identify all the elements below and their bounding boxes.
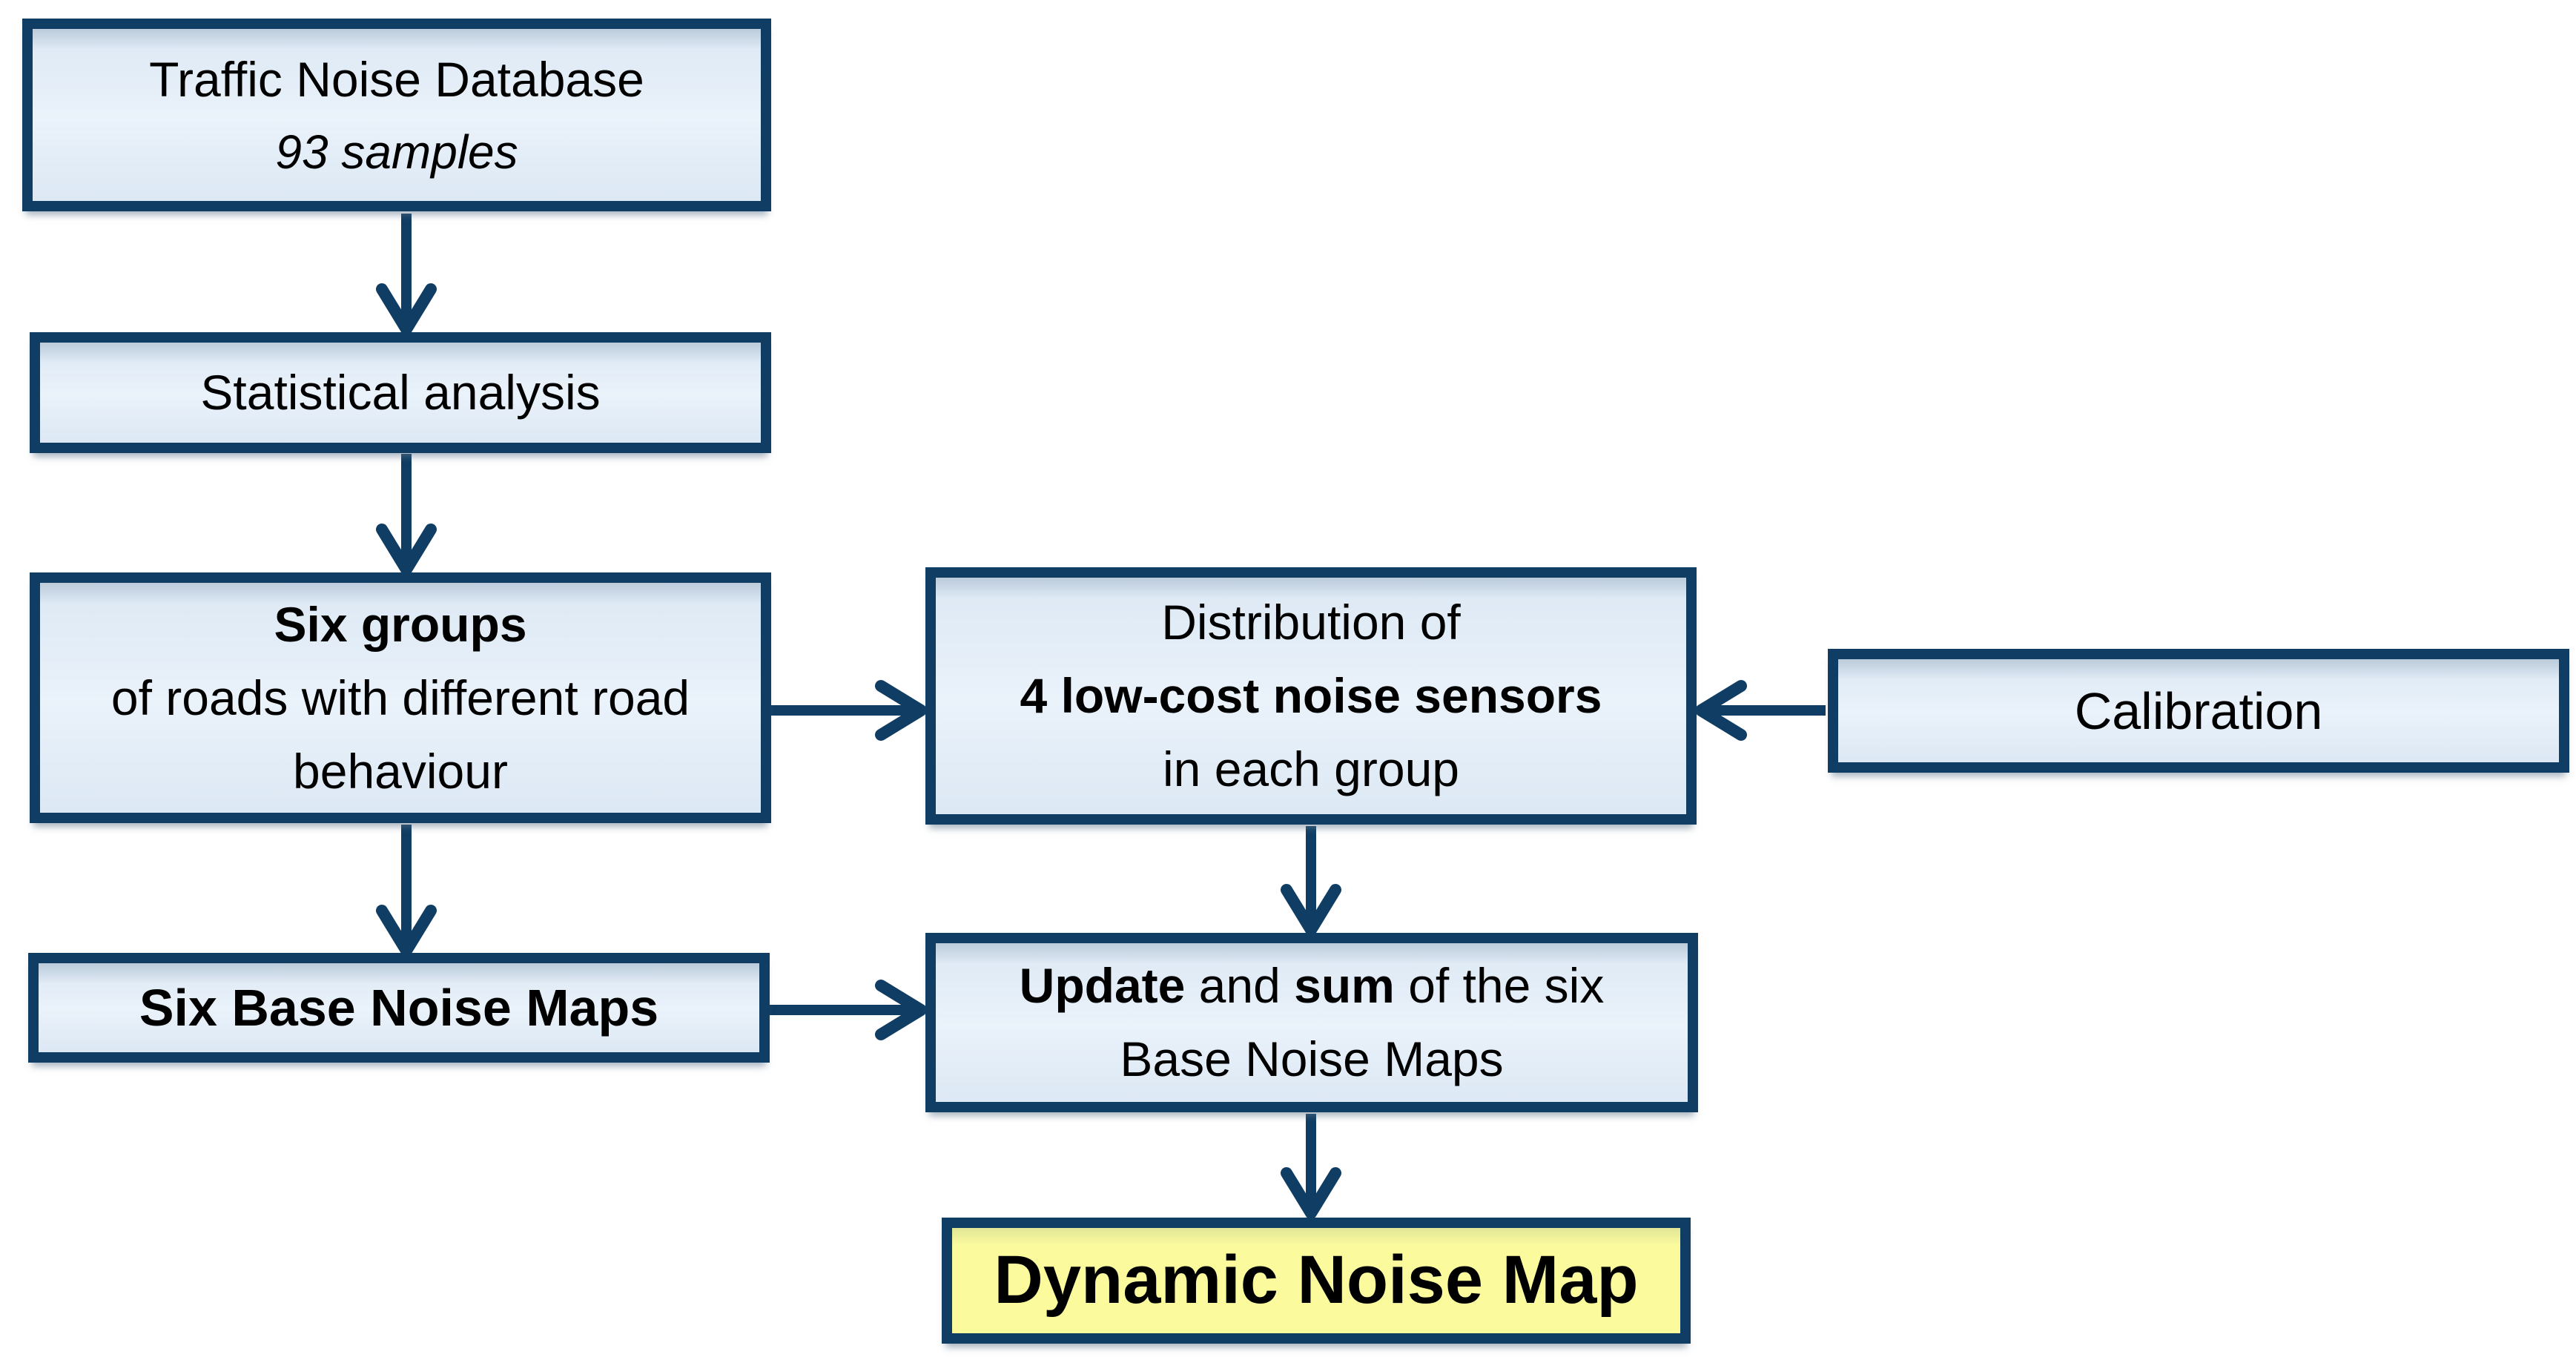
node-update-and-sum: Update and sum of the six Base Noise Map… [925, 933, 1698, 1112]
update-and-sum-line1: Update and sum of the six [1020, 949, 1605, 1023]
six-groups-line1: Six groups [274, 596, 527, 652]
sensor-distribution-line3: in each group [1163, 742, 1459, 796]
calibration-label: Calibration [2074, 681, 2323, 740]
sensor-distribution-line1: Distribution of [1161, 595, 1461, 650]
update-and-sum-seg-ofthesix: of the six [1394, 958, 1605, 1013]
arrow-calibration-to-distribution [1695, 680, 1826, 741]
node-six-base-noise-maps: Six Base Noise Maps [28, 953, 770, 1063]
node-traffic-noise-database: Traffic Noise Database 93 samples [22, 19, 771, 211]
update-and-sum-seg-update: Update [1019, 958, 1186, 1013]
dynamic-noise-map-label: Dynamic Noise Map [994, 1242, 1639, 1318]
node-sensor-distribution: Distribution of 4 low-cost noise sensors… [925, 567, 1697, 825]
update-and-sum-line2: Base Noise Maps [1120, 1031, 1504, 1086]
sensor-distribution-line2: 4 low-cost noise sensors [1020, 668, 1602, 723]
update-and-sum-seg-sum: sum [1294, 958, 1395, 1013]
arrow-basemaps-to-update [769, 980, 927, 1040]
arrow-groups-to-basemaps [376, 825, 437, 957]
node-six-groups: Six groups of roads with different road … [30, 572, 771, 823]
six-groups-line3: behaviour [293, 743, 508, 799]
statistical-analysis-label: Statistical analysis [200, 365, 601, 420]
arrow-groups-to-distribution [765, 680, 927, 741]
node-dynamic-noise-map: Dynamic Noise Map [942, 1218, 1691, 1344]
six-base-noise-maps-label: Six Base Noise Maps [139, 979, 659, 1037]
arrow-analysis-to-groups [376, 454, 437, 575]
arrow-database-to-analysis [376, 214, 437, 335]
arrow-distribution-to-update [1281, 826, 1341, 936]
traffic-noise-database-title: Traffic Noise Database [149, 51, 644, 107]
arrow-update-to-dynamic [1281, 1114, 1341, 1219]
node-statistical-analysis: Statistical analysis [30, 332, 771, 453]
six-groups-line2: of roads with different road [110, 670, 690, 725]
update-and-sum-seg-and: and [1185, 958, 1295, 1013]
traffic-noise-database-subtitle: 93 samples [275, 125, 518, 179]
node-calibration: Calibration [1828, 649, 2569, 773]
